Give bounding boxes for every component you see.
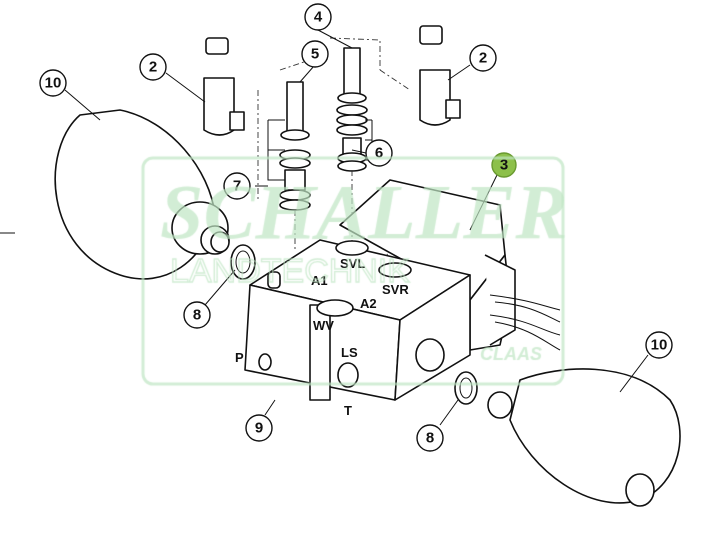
port-label-a2: A2 [360,296,377,311]
accumulator-right [487,368,681,507]
svg-text:8: 8 [426,430,434,447]
callout-9[interactable]: 9 [245,414,273,442]
port-label-wv: WV [313,318,334,333]
svg-text:8: 8 [193,307,201,324]
callout-10-right[interactable]: 10 [645,331,673,359]
svg-text:6: 6 [375,145,383,162]
port-label-a1: A1 [311,273,328,288]
svg-text:3: 3 [500,157,508,174]
port-label-ls: LS [341,345,358,360]
valve-spool-5 [279,81,311,211]
svg-text:10: 10 [651,337,668,354]
callout-6[interactable]: 6 [365,139,393,167]
callout-2-left[interactable]: 2 [139,53,167,81]
callout-5[interactable]: 5 [301,40,329,68]
solenoid-left [203,37,245,136]
port-label-svl: SVL [340,256,365,271]
callout-8-right[interactable]: 8 [416,424,444,452]
port-label-svr: SVR [382,282,409,297]
callout-2-right[interactable]: 2 [469,44,497,72]
o-ring-right [454,371,478,405]
svg-text:4: 4 [314,9,323,26]
callout-8-left[interactable]: 8 [183,301,211,329]
svg-text:5: 5 [311,46,319,63]
svg-text:10: 10 [45,75,62,92]
accumulator-left [54,109,230,280]
port-label-p: P [235,350,244,365]
callout-3-highlighted[interactable]: 3 [491,152,517,178]
svg-text:2: 2 [479,50,487,67]
svg-text:2: 2 [149,59,157,76]
svg-text:7: 7 [233,178,241,195]
callout-10-left[interactable]: 10 [39,69,67,97]
o-ring-left [230,244,256,280]
callout-4[interactable]: 4 [304,3,332,31]
svg-text:9: 9 [255,420,263,437]
callout-7[interactable]: 7 [223,172,251,200]
port-label-t: T [344,403,352,418]
